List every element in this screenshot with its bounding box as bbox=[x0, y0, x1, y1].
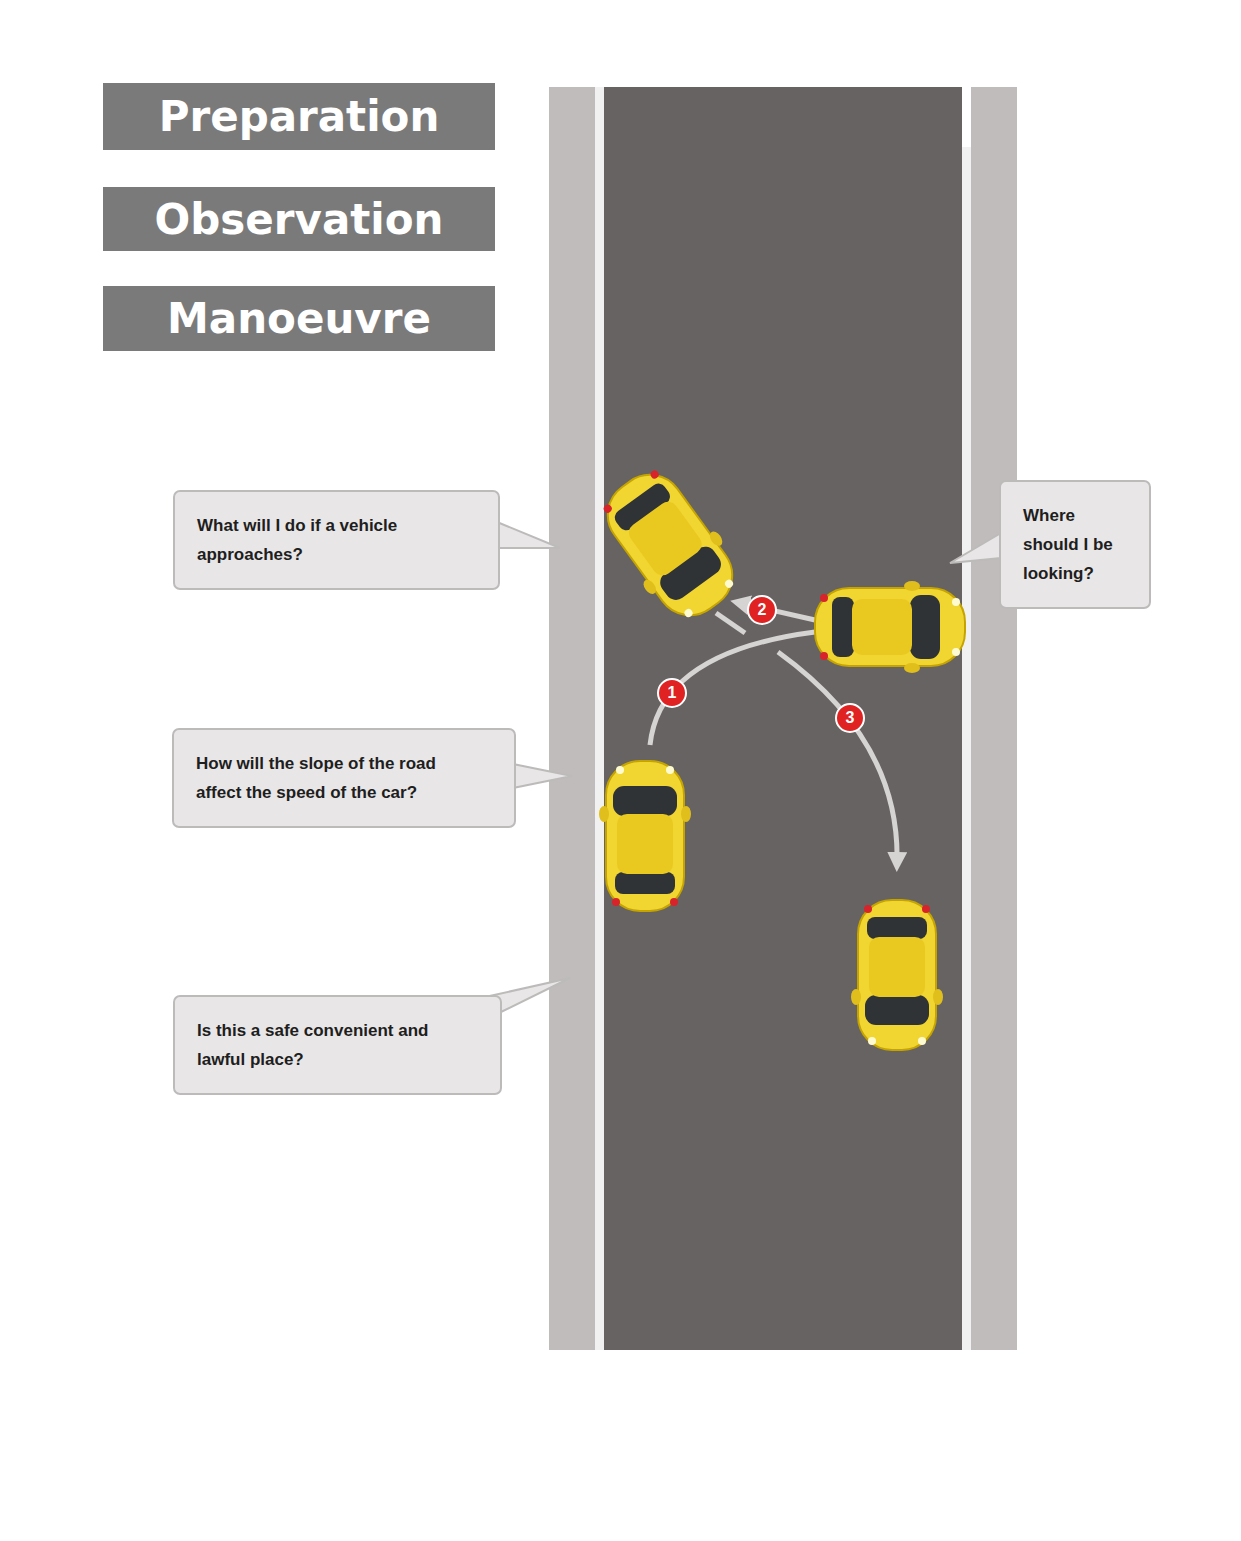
heading-text: Preparation bbox=[159, 92, 440, 141]
callout-pointer bbox=[950, 533, 1001, 563]
callout-text: Where should I be looking? bbox=[1023, 501, 1123, 588]
question-callout: How will the slope of the road affect th… bbox=[172, 728, 516, 828]
callout-number: 2 bbox=[747, 595, 777, 625]
question-callout: What will I do if a vehicle approaches? bbox=[173, 490, 500, 590]
number-text: 1 bbox=[668, 684, 677, 702]
callout-number: 3 bbox=[835, 703, 865, 733]
road-edge-line bbox=[595, 87, 604, 1350]
callout-pointer bbox=[497, 522, 560, 548]
question-callout: Where should I be looking? bbox=[999, 480, 1151, 609]
car bbox=[851, 900, 943, 1050]
section-heading: Preparation bbox=[103, 83, 495, 150]
callout-text: Is this a safe convenient and lawful pla… bbox=[197, 1016, 459, 1074]
path-arrow bbox=[778, 652, 897, 862]
car bbox=[815, 581, 965, 673]
callout-text: What will I do if a vehicle approaches? bbox=[197, 511, 459, 569]
number-text: 2 bbox=[758, 601, 767, 619]
car bbox=[599, 761, 691, 911]
section-heading: Manoeuvre bbox=[103, 286, 495, 351]
question-callout: Is this a safe convenient and lawful pla… bbox=[173, 995, 502, 1095]
callout-text: How will the slope of the road affect th… bbox=[196, 749, 458, 807]
car bbox=[589, 457, 752, 632]
road-shoulder bbox=[971, 87, 1017, 1350]
road-surface bbox=[604, 87, 962, 1350]
road-edge-line bbox=[962, 147, 971, 1350]
section-heading: Observation bbox=[103, 187, 495, 251]
path-arrow bbox=[716, 613, 745, 633]
heading-text: Observation bbox=[155, 195, 444, 244]
road-shoulder bbox=[549, 87, 595, 1350]
callout-number: 1 bbox=[657, 678, 687, 708]
heading-text: Manoeuvre bbox=[167, 294, 431, 343]
number-text: 3 bbox=[846, 709, 855, 727]
path-arrow bbox=[650, 632, 815, 745]
callout-pointer bbox=[513, 764, 572, 788]
